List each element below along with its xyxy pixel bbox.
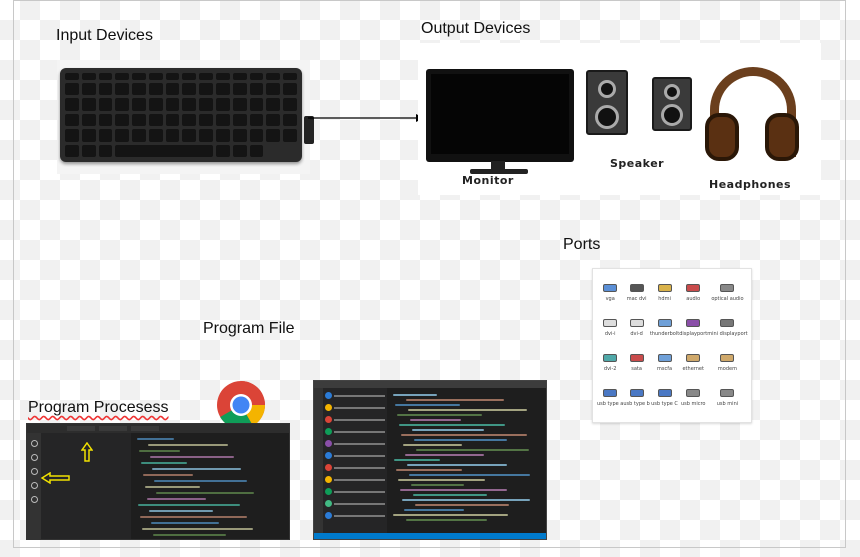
ports-label: Ports	[563, 236, 601, 253]
port-item: dvi-i	[597, 310, 623, 345]
connection-arrow	[308, 114, 424, 122]
port-item: hdmi	[650, 275, 679, 310]
port-icon	[720, 318, 735, 327]
port-label: mini displayport	[707, 330, 748, 337]
port-icon	[657, 283, 672, 292]
port-label: dvi-2	[603, 366, 617, 373]
input-devices-label: Input Devices	[56, 27, 153, 44]
status-bar	[314, 533, 546, 539]
canvas-frame	[13, 0, 846, 548]
chrome-logo-icon	[217, 381, 265, 430]
usb-plug-icon	[304, 116, 314, 144]
port-icon	[629, 283, 644, 292]
port-item: dvi-2	[597, 346, 623, 381]
pointer-arrow-left-icon	[41, 472, 70, 484]
port-icon	[629, 354, 644, 363]
debug-pane	[41, 433, 131, 539]
port-item: modem	[707, 346, 747, 381]
port-label: optical audio	[711, 295, 744, 302]
port-item: dvi-d	[623, 310, 649, 345]
port-icon	[657, 318, 672, 327]
activity-bar	[314, 388, 323, 533]
port-icon	[603, 389, 618, 398]
port-label: usb type b	[623, 401, 650, 408]
port-item: vga	[597, 275, 623, 310]
port-icon	[603, 283, 618, 292]
ports-chart: vga mac dvi hdmi audio optical audio dvi-i dvi…	[592, 268, 752, 423]
port-label: thunderbolt	[649, 330, 680, 337]
port-label: vga	[605, 295, 615, 302]
keyboard-image	[57, 60, 310, 174]
port-item: usb micro	[679, 381, 707, 416]
port-label: usb type C	[651, 401, 678, 408]
port-item: optical audio	[707, 275, 747, 310]
port-label: audio	[686, 295, 701, 302]
port-item: thunderbolt	[650, 310, 679, 345]
port-icon	[686, 283, 701, 292]
port-item: sata	[623, 346, 649, 381]
port-icon	[686, 354, 701, 363]
port-label: usb mini	[716, 401, 739, 408]
debug-activity-bar	[27, 433, 41, 539]
port-item: usb type C	[650, 381, 679, 416]
program-file-label: Program File	[203, 320, 295, 337]
port-label: displayport	[679, 330, 708, 337]
port-label: ethernet	[682, 366, 704, 373]
editor-titlebar	[314, 381, 546, 388]
program-processes-screenshot	[26, 423, 290, 540]
monitor-stand	[491, 161, 505, 171]
monitor-caption: Monitor	[462, 174, 514, 187]
headphones-icon	[710, 67, 796, 157]
program-file-screenshot	[313, 380, 547, 540]
pointer-arrow-up-icon	[81, 442, 93, 462]
port-item: usb type b	[623, 381, 650, 416]
port-item: usb mini	[707, 381, 747, 416]
port-label: mac dvi	[626, 295, 647, 302]
program-processes-label: Program Procesess	[28, 399, 169, 417]
port-icon	[603, 318, 618, 327]
code-editor	[387, 388, 546, 533]
headphones-caption: Headphones	[709, 178, 792, 191]
output-devices-image: Monitor Speaker Headphones	[418, 43, 821, 195]
port-icon	[657, 354, 672, 363]
speaker-icon	[652, 77, 692, 131]
output-devices-label: Output Devices	[421, 20, 531, 37]
port-item: mini displayport	[707, 310, 748, 345]
monitor-icon	[426, 69, 574, 162]
port-item: audio	[679, 275, 707, 310]
program-processes-text: Program Procesess	[28, 399, 169, 416]
headphones-right-cup	[765, 113, 799, 161]
port-icon	[720, 283, 735, 292]
port-item: mac dvi	[623, 275, 649, 310]
port-icon	[686, 318, 701, 327]
port-icon	[720, 389, 735, 398]
port-label: usb micro	[680, 401, 706, 408]
extensions-sidebar	[323, 388, 387, 533]
port-label: sata	[631, 366, 642, 373]
port-label: dvi-d	[630, 330, 643, 337]
port-item: ethernet	[679, 346, 707, 381]
debug-tabs	[27, 424, 289, 433]
port-label: hdmi	[658, 295, 671, 302]
speaker-caption: Speaker	[610, 157, 665, 170]
monitor-base	[470, 169, 528, 174]
port-item: displayport	[679, 310, 707, 345]
headphones-left-cup	[705, 113, 739, 161]
port-label: modem	[717, 366, 737, 373]
launch-json-code	[137, 438, 285, 536]
port-icon	[603, 354, 618, 363]
port-item: usb type a	[597, 381, 623, 416]
keyboard-icon	[60, 68, 302, 162]
port-icon	[629, 389, 644, 398]
port-icon	[720, 354, 735, 363]
speaker-icon	[586, 70, 628, 135]
port-label: dvi-i	[604, 330, 616, 337]
port-icon	[686, 389, 701, 398]
port-label: usb type a	[597, 401, 624, 408]
port-label: mscfa	[657, 366, 673, 373]
port-icon	[629, 318, 644, 327]
port-item: mscfa	[650, 346, 679, 381]
port-icon	[657, 389, 672, 398]
